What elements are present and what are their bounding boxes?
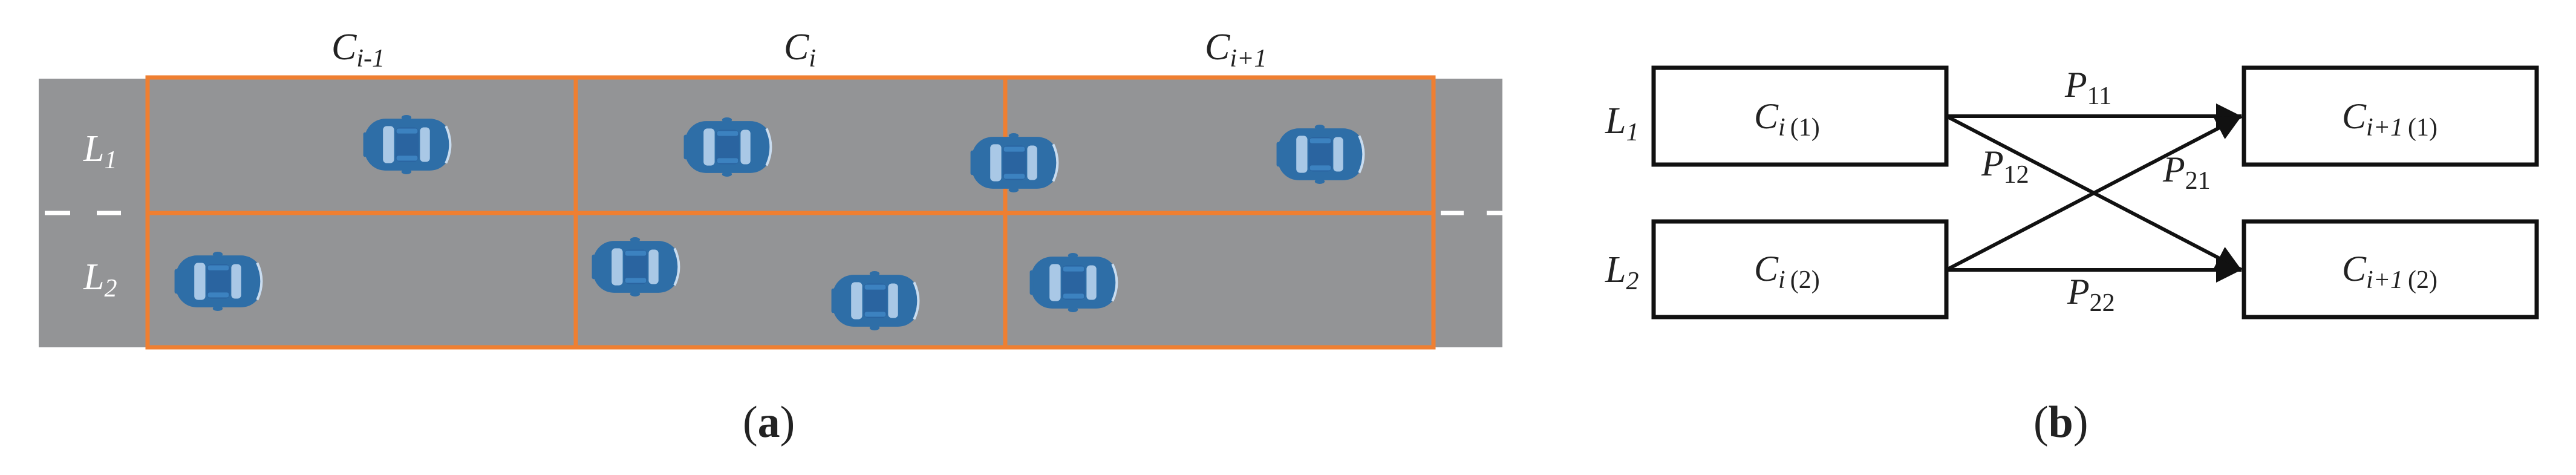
label-p11: P11 bbox=[2064, 65, 2111, 110]
car-icon bbox=[175, 252, 262, 311]
panel-a: Ci-1 Ci Ci+1 L1 L2 (a) bbox=[39, 27, 1502, 447]
car-icon bbox=[971, 133, 1058, 192]
cell-i+1-lane-2 bbox=[1003, 211, 1436, 350]
car-icon bbox=[684, 117, 772, 177]
box-label-c-i-1: Ci(1) bbox=[1754, 96, 1820, 142]
box-label-c-i+1-1: Ci+1(1) bbox=[2342, 96, 2437, 142]
label-p22: P22 bbox=[2067, 272, 2115, 317]
lane-label-1: L1 bbox=[83, 128, 117, 174]
lane-label-2: L2 bbox=[83, 257, 117, 303]
label-p21: P21 bbox=[2162, 149, 2211, 195]
lane-label-b-2: L2 bbox=[1605, 249, 1639, 295]
car-icon bbox=[1277, 125, 1365, 184]
box-c-i+1-2 bbox=[2242, 219, 2539, 319]
lane-label-b-1: L1 bbox=[1605, 100, 1639, 146]
car-icon bbox=[592, 237, 680, 296]
car-icon bbox=[364, 115, 451, 174]
box-label-c-i-2: Ci(2) bbox=[1754, 249, 1820, 294]
box-c-i-2 bbox=[1651, 219, 1949, 319]
caption-b: (b) bbox=[2033, 398, 2088, 447]
box-label-c-i+1-2: Ci+1(2) bbox=[2342, 249, 2437, 294]
arrow-p21 bbox=[1945, 114, 2243, 272]
car-icon bbox=[832, 271, 919, 330]
column-label-i-1: Ci-1 bbox=[331, 27, 385, 73]
column-label-i+1: Ci+1 bbox=[1205, 27, 1267, 73]
caption-a: (a) bbox=[743, 398, 795, 447]
transition-arrows bbox=[1945, 103, 2243, 283]
column-label-i: Ci bbox=[784, 27, 816, 73]
car-icon bbox=[1030, 253, 1118, 312]
label-p12: P12 bbox=[1981, 143, 2029, 189]
panel-b: L1 L2 Ci(1) Ci(2) Ci+1(1) Ci+1(2) bbox=[1605, 65, 2539, 447]
box-c-i+1-1 bbox=[2242, 65, 2539, 167]
